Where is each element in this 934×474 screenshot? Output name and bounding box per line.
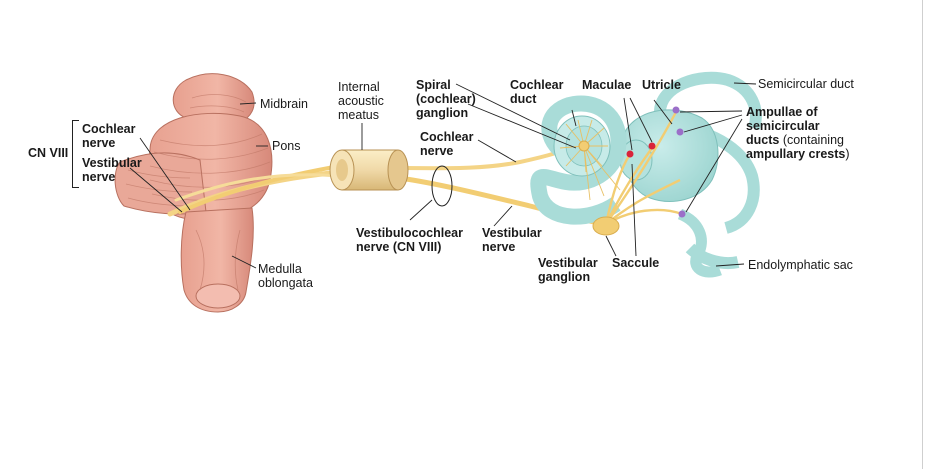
label-utricle: Utricle — [642, 78, 681, 92]
leader-lines — [129, 82, 757, 269]
label-pons: Pons — [272, 139, 301, 153]
label-maculae: Maculae — [582, 78, 632, 92]
label-midbrain: Midbrain — [260, 97, 308, 111]
internal-acoustic-meatus — [329, 149, 409, 191]
label-cn8: CN VIII — [28, 146, 69, 160]
macula-dot — [626, 150, 634, 158]
ampullary-crest-dot — [678, 210, 686, 218]
label-ampullae: Ampullae of semicircular ducts (containi… — [746, 105, 850, 161]
label-saccule: Saccule — [612, 256, 660, 270]
vestibular-ganglion — [592, 216, 620, 236]
brainstem — [114, 73, 273, 313]
label-endolymphatic-sac: Endolymphatic sac — [748, 258, 853, 272]
label-semicircular-duct: Semicircular duct — [758, 77, 854, 91]
label-spiral-ganglion: Spiral(cochlear)ganglion — [416, 78, 476, 120]
right-rule — [922, 0, 923, 469]
membranous-labyrinth — [530, 71, 762, 278]
ampullary-crest-dot — [676, 128, 684, 136]
cn8-bracket — [72, 120, 79, 188]
vestibulocochlear-marker — [431, 165, 453, 207]
macula-dot — [648, 142, 656, 150]
ampullary-crest-dot — [672, 106, 680, 114]
